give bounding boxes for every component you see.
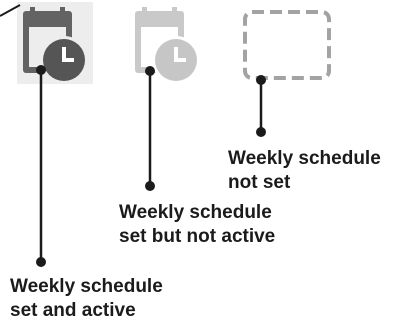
- label-set-not-active: Weekly schedule set but not active: [119, 201, 275, 249]
- callout-active: [36, 65, 46, 267]
- label-inactive-line2: set but not active: [119, 226, 276, 247]
- label-not-set: Weekly schedule not set: [228, 147, 381, 195]
- label-notset-line1: Weekly schedule: [228, 148, 381, 169]
- label-set-and-active: Weekly schedule set and active: [10, 275, 163, 323]
- label-notset-line2: not set: [228, 172, 291, 193]
- label-active-line2: set and active: [10, 300, 136, 321]
- label-inactive-line1: Weekly schedule: [119, 202, 272, 223]
- calendar-clock-active-icon: [23, 7, 88, 84]
- leader-line-edge: [0, 4, 21, 17]
- callout-inactive: [145, 66, 155, 191]
- calendar-clock-inactive-icon: [135, 7, 200, 84]
- dashed-square-icon: [243, 10, 331, 80]
- callout-not-set: [256, 75, 266, 137]
- label-active-line1: Weekly schedule: [10, 276, 163, 297]
